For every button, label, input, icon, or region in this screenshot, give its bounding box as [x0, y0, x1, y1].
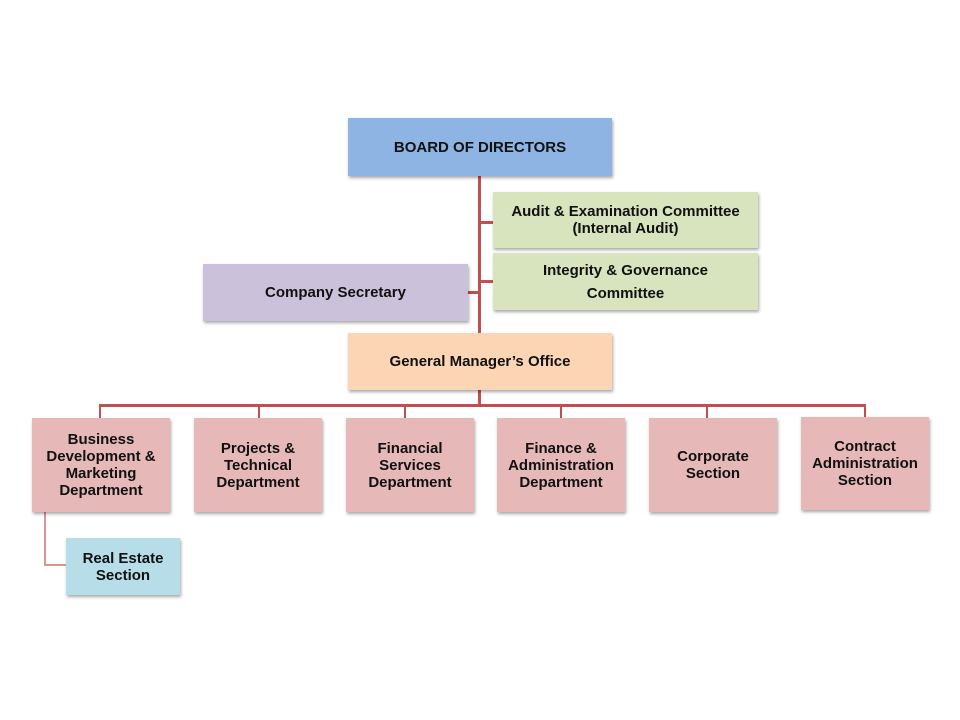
department-box-contract-administration: Contract Administration Section	[801, 417, 929, 510]
board-of-directors-box: BOARD OF DIRECTORS	[348, 118, 612, 176]
general-manager-office-box: General Manager’s Office	[348, 333, 612, 390]
department-label-line: Department	[59, 482, 143, 499]
department-label-line: Finance &	[525, 439, 597, 457]
connector-integrity	[479, 280, 493, 283]
company-secretary-box: Company Secretary	[203, 264, 468, 321]
audit-committee-box: Audit & Examination Committee (Internal …	[493, 192, 758, 248]
board-of-directors-label: BOARD OF DIRECTORS	[393, 138, 567, 156]
department-label-line: Services	[379, 456, 441, 474]
department-label-line: Department	[216, 473, 300, 491]
integrity-committee-label-line1: Integrity & Governance	[542, 261, 709, 279]
integrity-committee-label-line2: Committee	[586, 284, 665, 302]
integrity-committee-box: Integrity & Governance Committee	[493, 253, 758, 310]
department-label-line: Marketing	[65, 465, 137, 482]
department-label-line: Business	[67, 431, 135, 448]
company-secretary-label: Company Secretary	[265, 284, 406, 301]
connector-dept-3	[404, 404, 406, 418]
department-box-corporate-section: Corporate Section	[649, 418, 777, 512]
department-label-line: Department	[368, 473, 452, 491]
connector-dept-6	[864, 404, 866, 417]
department-label-line: Corporate	[677, 448, 749, 465]
department-label-line: Contract	[834, 438, 896, 455]
connector-dept-2	[258, 404, 260, 418]
connector-board-trunk	[478, 176, 481, 333]
audit-committee-sublabel: (Internal Audit)	[572, 220, 679, 237]
connector-dept-1	[99, 404, 101, 418]
connector-realestate-vertical	[44, 512, 46, 566]
department-label-line: Technical	[223, 456, 293, 474]
department-box-financial-services: Financial Services Department	[346, 418, 474, 512]
real-estate-label-line: Section	[95, 566, 151, 584]
connector-audit	[479, 221, 493, 224]
department-label-line: Financial	[377, 439, 443, 457]
connector-realestate-horizontal	[44, 564, 66, 566]
department-label-line: Administration	[812, 455, 918, 472]
department-label-line: Section	[685, 465, 741, 482]
connector-dept-4	[560, 404, 562, 418]
department-box-business-development: Business Development & Marketing Departm…	[32, 418, 170, 512]
general-manager-office-label: General Manager’s Office	[389, 353, 571, 370]
real-estate-label-line: Real Estate	[82, 549, 164, 567]
connector-department-bar	[99, 404, 866, 407]
department-label-line: Administration	[508, 456, 614, 474]
connector-dept-5	[706, 404, 708, 418]
audit-committee-label: Audit & Examination Committee	[511, 203, 740, 220]
department-label-line: Department	[519, 473, 603, 491]
department-label-line: Projects &	[220, 439, 296, 457]
department-label-line: Development &	[46, 448, 156, 465]
department-box-finance-administration: Finance & Administration Department	[497, 418, 625, 512]
connector-gm-trunk	[478, 390, 481, 406]
department-box-projects-technical: Projects & Technical Department	[194, 418, 322, 512]
real-estate-section-box: Real Estate Section	[66, 538, 180, 595]
connector-secretary	[468, 291, 480, 294]
department-label-line: Section	[837, 472, 893, 489]
